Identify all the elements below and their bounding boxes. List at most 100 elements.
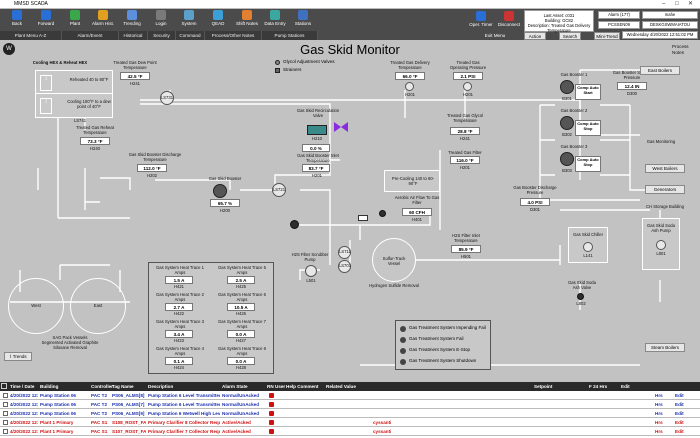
column-header-building[interactable]: Building [40,384,59,389]
hex-unit[interactable]: Reheated 40 to 80°F Cooling 100°F to a d… [35,70,113,118]
recirc-valve-actuator[interactable] [307,125,327,135]
ls731-valve[interactable] [160,91,174,105]
column-header-description[interactable]: Description [148,384,174,389]
heat-trace-4-value[interactable]: 0.1 A [165,357,193,365]
row-checkbox[interactable] [3,393,8,398]
toolbar-section-historical[interactable]: Historical [119,31,148,40]
edit-link[interactable]: Edit [675,411,684,416]
close-icon[interactable]: ✕ [688,1,694,7]
alarm-count[interactable]: Alarm (177) [598,11,640,19]
hours-link[interactable]: Hrs [655,402,663,407]
row-checkbox[interactable] [3,429,8,434]
row-checkbox[interactable] [3,420,8,425]
delivery-temp-sensor[interactable] [405,82,414,91]
oper-timer-button[interactable]: Oper. Timer [468,10,494,32]
operating-pressure-sensor[interactable] [463,82,472,91]
sulfur-track-vessel[interactable]: Sulfur-Track Vessel [372,238,416,282]
reheat-value[interactable]: 73.3 °F [80,137,110,145]
column-header-edit[interactable]: Edit [621,384,630,389]
soda-ash-valve-icon[interactable] [577,293,584,300]
ls711-valve[interactable] [338,246,351,259]
booster-2-status[interactable]: Comp Auto Stop [575,120,601,136]
delivery-temp-value[interactable]: 66.0 °F [395,72,425,80]
edit-link[interactable]: Edit [675,402,684,407]
edit-link[interactable]: Edit [675,429,684,434]
booster-check-valve-icon[interactable] [290,220,299,229]
glycol-valve-icon[interactable] [334,122,341,132]
toolbar-section-alarm-event[interactable]: Alarm/Event [62,31,119,40]
heat-trace-1-value[interactable]: 1.5 A [165,276,193,284]
alarm-note-icon[interactable] [269,393,274,398]
alarm-note-icon[interactable] [269,429,274,434]
precooling-unit[interactable]: Pre-Cooling 140 to 60-90°F [384,170,440,192]
search-button[interactable]: Search [559,32,581,40]
toolbar-button-qead[interactable]: QEAD [205,9,231,31]
mini-trend-button[interactable]: Mini-Trend [594,32,620,40]
toolbar-button-trending[interactable]: Trending [119,9,145,31]
toolbar-section-command[interactable]: Command [176,31,205,40]
column-header-related-value[interactable]: Related Value [326,384,356,389]
glycol-temp-value[interactable]: 28.8 °F [450,127,480,135]
west-boilers-link[interactable]: West Boilers [645,164,685,173]
inlet-temp-value[interactable]: 83.7 °F [302,164,330,172]
toolbar-button-forward[interactable]: Forward [33,9,59,31]
toolbar-button-data-entry[interactable]: Data Entry [262,9,288,31]
toolbar-section-plant-menu-a-z[interactable]: Plant Menu A-Z [0,31,62,40]
column-header-f-24-hrs[interactable]: F 24 Hrs [589,384,608,389]
heat-trace-3-value[interactable]: 3.4 A [165,330,193,338]
row-checkbox[interactable] [3,411,8,416]
hours-link[interactable]: Hrs [655,420,663,425]
hours-link[interactable]: Hrs [655,393,663,398]
minimize-icon[interactable]: – [662,1,666,7]
edit-link[interactable]: Edit [675,393,684,398]
column-header-rn[interactable]: RN [267,384,274,389]
booster-2-fan-icon[interactable] [560,116,574,130]
dew-point-value[interactable]: 42.5 °F [120,72,150,80]
disconnect-button[interactable]: Disconnect [496,10,522,32]
gas-skid-booster-fan-icon[interactable] [213,184,227,198]
toolbar-section-pump-stations[interactable]: Pump Stations [262,31,318,40]
soda-ash-pump-unit[interactable]: Gas Skid Soda Ash Pump L801 [642,218,680,270]
trends-button[interactable]: ⌇ Trends [4,352,32,361]
toolbar-section-security[interactable]: Security [148,31,176,40]
hours-link[interactable]: Hrs [655,429,663,434]
ls701-valve[interactable] [338,260,351,273]
toolbar-button-alarm-hist[interactable]: Alarm Hist. [90,9,116,31]
generators-link[interactable]: Generators [645,185,685,194]
heat-trace-6-value[interactable]: 10.5 A [227,303,255,311]
ls721-valve[interactable] [272,183,286,197]
column-header-alarm-state[interactable]: Alarm State [222,384,248,389]
recirc-valve-value[interactable]: 0.0 % [302,144,330,152]
aerobic-flow-value[interactable]: 60 CFH [402,208,432,216]
toolbar-button-shift-notes[interactable]: Shift Notes [234,9,260,31]
booster-1-fan-icon[interactable] [560,80,574,94]
scrubber-pump-icon[interactable] [305,265,317,277]
booster-3-fan-icon[interactable] [560,152,574,166]
column-header-time-date[interactable]: Time / Date [10,384,35,389]
discharge-temp-value[interactable]: 112.0 °F [137,164,167,172]
edit-link[interactable]: Edit [675,420,684,425]
operating-pressure-value[interactable]: 2.1 PSI [453,72,483,80]
storage-building-link[interactable]: CH Storage Building [646,204,684,209]
discharge-pressure-value[interactable]: 4.0 PSI [520,198,550,206]
east-boilers-link[interactable]: East Boilers [640,66,680,75]
column-header-user[interactable]: User [275,384,286,389]
alarm-note-icon[interactable] [269,420,274,425]
h2s-inlet-value[interactable]: 85.9 °F [451,245,481,253]
toolbar-button-system[interactable]: System [176,9,202,31]
column-header-setpoint[interactable]: Setpoint [534,384,553,389]
maximize-icon[interactable]: □ [675,1,679,7]
toolbar-button-login[interactable]: Login [148,9,174,31]
hours-link[interactable]: Hrs [655,411,663,416]
toolbar-button-back[interactable]: Back [4,9,30,31]
column-header-controller[interactable]: Controller [91,384,113,389]
filter-temp-value[interactable]: 116.0 °F [450,156,480,164]
process-notes-link[interactable]: Process Notes [672,44,689,55]
heat-trace-7-value[interactable]: 0.0 A [227,330,255,338]
alarm-note-icon[interactable] [269,402,274,407]
alarm-note-icon[interactable] [269,411,274,416]
